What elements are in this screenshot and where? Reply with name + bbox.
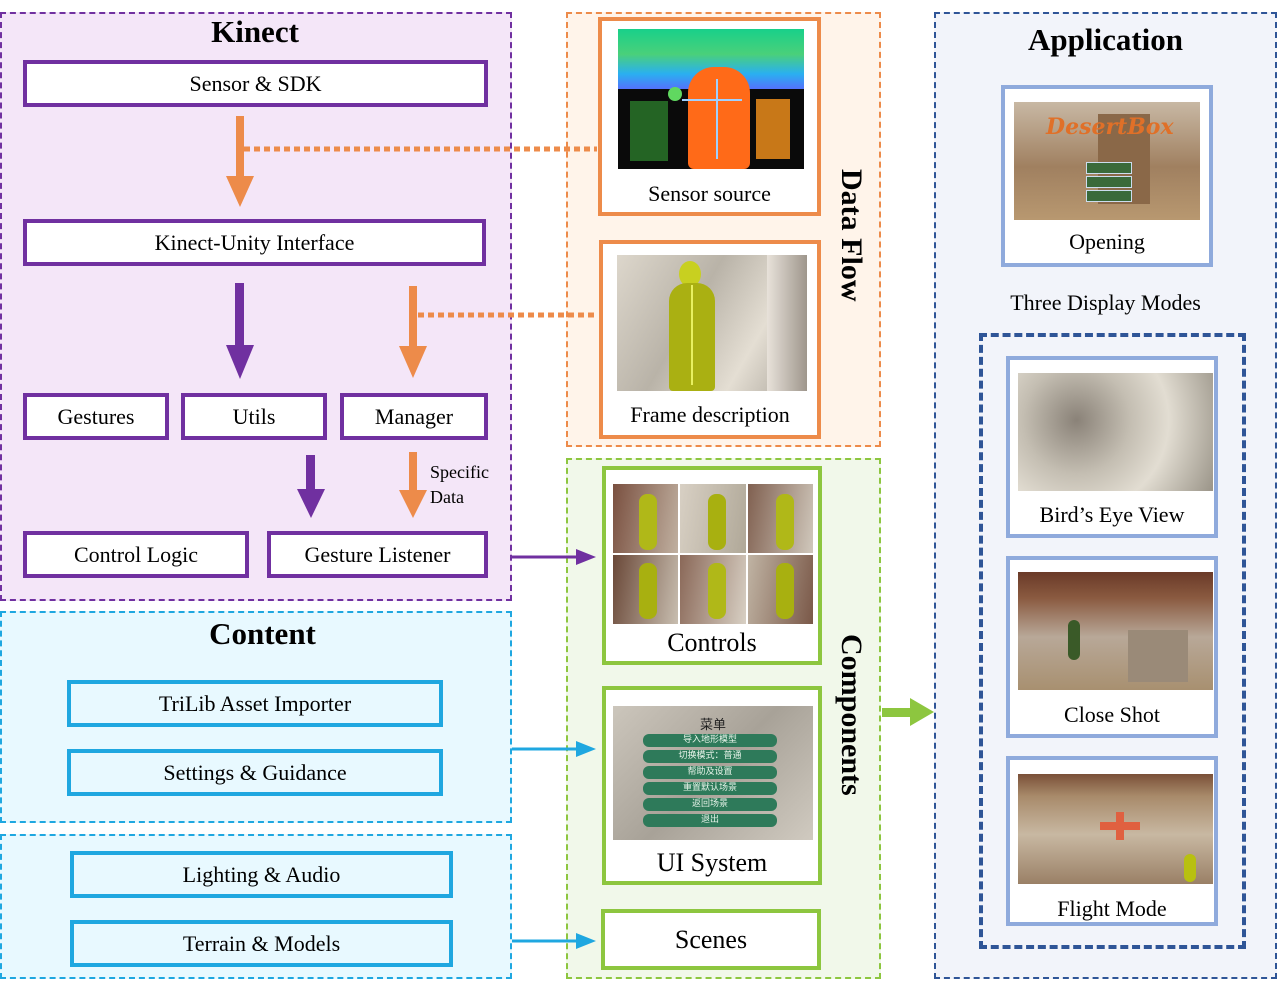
kinect-title: Kinect xyxy=(211,14,299,49)
gestures-box: Gestures xyxy=(23,393,169,440)
opening-screenshot: DesertBox xyxy=(1014,102,1200,220)
components-label: Components xyxy=(835,634,868,796)
birds-eye-caption: Bird’s Eye View xyxy=(1039,502,1185,527)
display-modes-label: Three Display Modes xyxy=(1010,290,1201,315)
lighting-audio-box: Lighting & Audio xyxy=(70,851,453,898)
close-shot-screenshot xyxy=(1018,572,1213,690)
menu-item: 退出 xyxy=(643,814,777,827)
opening-box: DesertBox Opening xyxy=(1001,85,1213,267)
ui-system-box: 菜单 导入地形模型切换模式：普通帮助及设置重置默认场景返回场景退出 UI Sys… xyxy=(602,686,822,885)
trilib-importer-box: TriLib Asset Importer xyxy=(67,680,443,727)
ui-menu-screenshot: 菜单 导入地形模型切换模式：普通帮助及设置重置默认场景返回场景退出 xyxy=(613,706,813,840)
flight-mode-screenshot xyxy=(1018,774,1213,884)
specific-data-label: Specific Data xyxy=(430,462,489,507)
menu-item: 帮助及设置 xyxy=(643,766,777,779)
terrain-models-box: Terrain & Models xyxy=(70,920,453,967)
menu-items: 导入地形模型切换模式：普通帮助及设置重置默认场景返回场景退出 xyxy=(643,734,777,830)
menu-item: 切换模式：普通 xyxy=(643,750,777,763)
opening-logo: DesertBox xyxy=(1046,114,1174,140)
flight-mode-caption: Flight Mode xyxy=(1057,896,1167,921)
frame-description-box: Frame description xyxy=(599,240,821,439)
controls-caption: Controls xyxy=(667,628,757,657)
gesture-listener-box: Gesture Listener xyxy=(267,531,488,578)
control-logic-box: Control Logic xyxy=(23,531,249,578)
arrow-components-to-application xyxy=(882,698,934,726)
close-shot-caption: Close Shot xyxy=(1064,702,1160,727)
depth-sensor-image xyxy=(618,29,804,169)
sensor-source-caption: Sensor source xyxy=(648,181,771,206)
controls-box: Controls xyxy=(602,466,822,665)
menu-item: 重置默认场景 xyxy=(643,782,777,795)
manager-box: Manager xyxy=(340,393,488,440)
skeleton-frame-image xyxy=(617,255,807,391)
frame-description-caption: Frame description xyxy=(630,402,790,427)
kinect-unity-interface-box: Kinect-Unity Interface xyxy=(23,219,486,266)
flight-mode-box: Flight Mode xyxy=(1006,756,1218,926)
menu-title: 菜单 xyxy=(699,718,726,733)
data-flow-label: Data Flow xyxy=(835,168,868,302)
close-shot-box: Close Shot xyxy=(1006,556,1218,738)
sensor-sdk-box: Sensor & SDK xyxy=(23,60,488,107)
application-title: Application xyxy=(1027,22,1184,57)
scenes-box: Scenes xyxy=(601,909,821,970)
settings-guidance-box: Settings & Guidance xyxy=(67,749,443,796)
menu-item: 导入地形模型 xyxy=(643,734,777,747)
utils-box: Utils xyxy=(181,393,327,440)
display-modes-group xyxy=(979,333,1246,949)
controls-gesture-grid xyxy=(613,484,813,624)
sensor-source-box: Sensor source xyxy=(598,17,821,216)
ui-system-caption: UI System xyxy=(656,848,768,877)
birds-eye-box: Bird’s Eye View xyxy=(1006,356,1218,538)
menu-item: 返回场景 xyxy=(643,798,777,811)
content-title: Content xyxy=(209,616,316,651)
birds-eye-screenshot xyxy=(1018,373,1213,491)
opening-caption: Opening xyxy=(1069,229,1145,254)
